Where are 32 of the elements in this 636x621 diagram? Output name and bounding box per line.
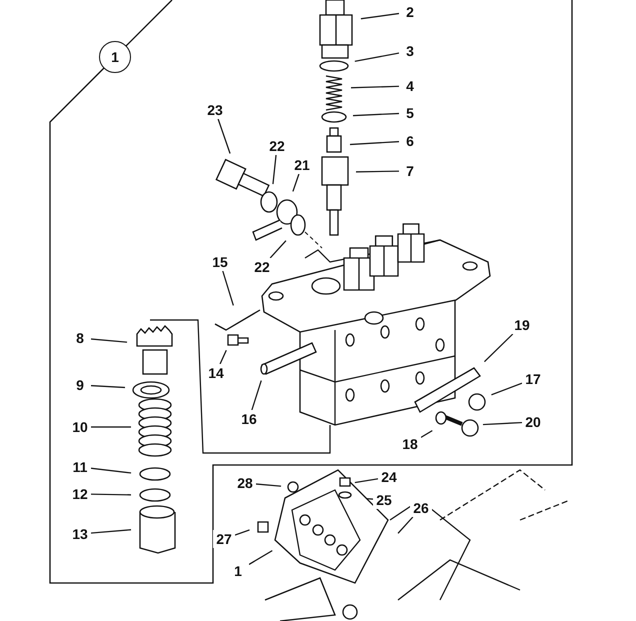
- leader-line: [251, 380, 262, 410]
- leader-line: [248, 550, 273, 565]
- leader-line: [90, 338, 128, 343]
- leader-line: [90, 529, 132, 534]
- leader-line: [272, 154, 277, 184]
- leader-line: [270, 240, 286, 258]
- leader-line: [360, 12, 400, 20]
- leader-line: [234, 529, 250, 536]
- leader-line: [352, 112, 400, 116]
- leader-line: [256, 483, 282, 487]
- leader-line: [292, 174, 300, 192]
- leader-line: [354, 52, 400, 62]
- leader-line: [91, 426, 131, 428]
- leader-line: [354, 478, 378, 484]
- leader-line: [491, 382, 522, 396]
- leader-line: [420, 430, 433, 438]
- leader-line: [484, 334, 514, 362]
- leader-line: [90, 468, 132, 474]
- leader-line: [90, 385, 126, 388]
- leader-line: [222, 270, 234, 306]
- callout-number: 26: [410, 499, 432, 517]
- leader-line: [366, 498, 374, 500]
- leader-line: [90, 494, 132, 496]
- callout-number: 27: [213, 530, 235, 548]
- leader-line: [350, 141, 400, 146]
- leader-line: [218, 118, 231, 154]
- leader-line: [356, 170, 400, 172]
- leader-line: [350, 86, 400, 88]
- circled-callout-number: 1: [99, 41, 131, 73]
- leader-line: [220, 350, 227, 364]
- leader-line: [398, 516, 414, 534]
- leader-line: [482, 422, 522, 426]
